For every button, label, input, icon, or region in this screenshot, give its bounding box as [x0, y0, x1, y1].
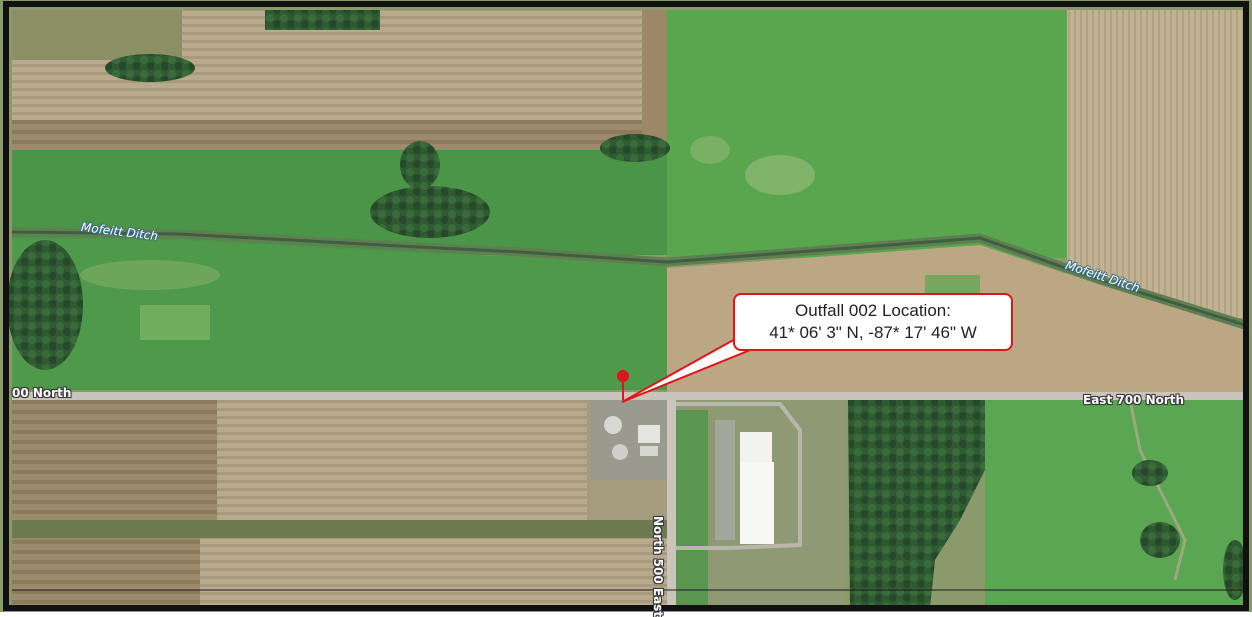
pasture-w-light	[80, 260, 220, 290]
warehouse-north	[740, 432, 772, 462]
field-sw-strip	[12, 520, 667, 538]
facility-building-west-2	[640, 446, 658, 456]
field-nw-brown-strip	[12, 120, 667, 150]
callout-title: Outfall 002 Location:	[795, 301, 951, 320]
callout-coordinates: 41* 06' 3" N, -87* 17' 46" W	[769, 323, 977, 342]
map-pin-icon	[617, 370, 629, 382]
trees-se-1	[1132, 460, 1168, 486]
trees-west	[7, 240, 83, 370]
map-border	[3, 1, 1249, 611]
trees-ne	[600, 134, 670, 162]
trees-center-2	[370, 186, 490, 238]
facility-tank-1	[604, 416, 622, 434]
industrial-pad	[715, 420, 735, 540]
warehouse-south	[740, 462, 774, 544]
field-e-green-patch	[925, 275, 980, 295]
industrial-driveway	[676, 402, 802, 550]
outfall-callout: Outfall 002 Location: 41* 06' 3" N, -87*…	[733, 293, 1013, 351]
road-east-west	[12, 392, 1245, 400]
pasture-ne-light-2	[690, 136, 730, 164]
ditch-mofeitt-center	[11, 230, 1246, 327]
trees-se-3	[1223, 540, 1247, 600]
road-north-south	[667, 400, 676, 608]
trees-east	[848, 400, 985, 608]
field-sw-tan	[217, 400, 587, 520]
facility-tank-2	[612, 444, 628, 460]
road-label-north-south: North 500 East	[651, 516, 665, 617]
pasture-w-patch	[140, 305, 210, 340]
trees-se-2	[1140, 522, 1180, 558]
pasture-se-track	[1128, 399, 1187, 581]
trees-nw	[105, 54, 195, 82]
pasture-ne-light-1	[745, 155, 815, 195]
facility-building-west	[638, 425, 660, 443]
field-sw-brown	[12, 400, 217, 520]
pasture-w	[12, 238, 667, 390]
road-label-east: East 700 North	[1083, 393, 1185, 407]
field-ne-tan	[1067, 10, 1245, 318]
pasture-ne	[667, 10, 1067, 258]
field-nw-top-green	[12, 10, 182, 60]
road-label-west: 00 North	[12, 386, 72, 400]
trees-center-1	[400, 141, 440, 189]
industrial-lawn	[676, 410, 708, 608]
field-nw-strip-right	[642, 10, 667, 150]
pasture-se	[985, 400, 1245, 608]
field-s-brown	[12, 538, 200, 608]
field-s-tan	[200, 538, 667, 608]
treeline-top	[265, 10, 380, 30]
